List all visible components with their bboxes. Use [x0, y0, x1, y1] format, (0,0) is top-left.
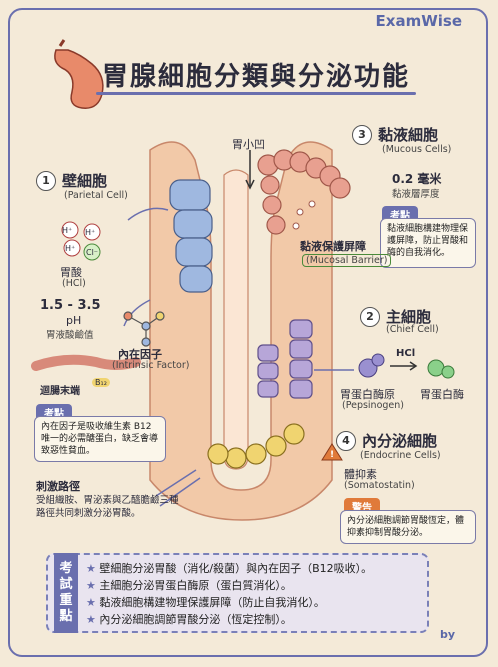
summary-item: 主細胞分泌胃蛋白酶原（蛋白質消化）。 — [86, 577, 372, 594]
ileum-shape — [31, 354, 141, 371]
parietal-note: 內在因子是吸收維生素 B12 唯一的必需醣蛋白，缺乏會導致惡性貧血。 — [34, 416, 166, 462]
parietal-number: 1 — [36, 170, 56, 191]
pit-label: 胃小凹 — [232, 138, 265, 151]
chief-header: 2 主細胞 — [360, 306, 431, 327]
parietal-name: 壁細胞 — [62, 172, 108, 190]
brand-logo: ExamWise — [375, 12, 462, 30]
endocrine-header: 4 內分泌細胞 — [336, 430, 437, 451]
summary-tag-char: 重 — [59, 593, 73, 608]
ph-unit: pH — [66, 314, 82, 327]
summary-tag-char: 點 — [59, 609, 73, 624]
page-title: 胃腺細胞分類與分泌功能 — [102, 62, 411, 92]
pepsinogen-en: (Pepsinogen) — [342, 400, 404, 411]
mucous-number: 3 — [352, 124, 372, 145]
chief-name: 主細胞 — [386, 308, 432, 326]
hcl-label: HCl — [396, 348, 416, 359]
pepsin-label: 胃蛋白酶 — [420, 388, 464, 401]
pepsin-shape — [427, 359, 455, 379]
mucous-en: (Mucous Cells) — [382, 144, 452, 155]
summary-item: 內分泌細胞調節胃酸分泌（恆定控制）。 — [86, 611, 372, 628]
mucus-thickness-desc: 黏液層厚度 — [392, 189, 440, 200]
svg-text:!: ! — [330, 450, 334, 460]
pepsinogen-label: 胃蛋白酶原 — [340, 388, 395, 401]
endocrine-cells — [207, 423, 305, 469]
summary-item: 壁細胞分泌胃酸（消化/殺菌）與內在因子（B12吸收）。 — [86, 560, 372, 577]
endocrine-name: 內分泌細胞 — [362, 432, 438, 450]
mucous-name: 黏液細胞 — [378, 126, 439, 144]
chief-cells — [257, 319, 313, 399]
acid-label: 胃酸 — [60, 266, 82, 279]
warning-icon — [321, 443, 343, 461]
stim-text: 受組織胺、胃泌素與乙醯膽鹼三種路徑共同刺激分泌胃酸。 — [36, 495, 179, 519]
endocrine-number: 4 — [336, 430, 356, 451]
ileum-label: 迴腸末端 — [40, 386, 80, 397]
byline: by — [440, 628, 456, 641]
ph-value: 1.5 - 3.5 — [40, 298, 101, 313]
ion-h1: H⁺ — [62, 226, 73, 235]
barrier-label: 黏液保護屏障 — [300, 240, 366, 253]
chief-number: 2 — [360, 306, 380, 327]
stomach-icon — [54, 39, 104, 109]
mucus-thickness: 0.2 毫米 — [392, 172, 442, 186]
acid-en: (HCl) — [62, 278, 86, 289]
hormone-label: 體抑素 — [344, 468, 377, 481]
summary-tag-char: 考 — [59, 561, 73, 576]
title-underline — [96, 92, 416, 95]
parietal-en: (Parietal Cell) — [64, 190, 128, 201]
if-label: 內在因子 — [118, 348, 162, 361]
ion-cluster — [61, 221, 101, 261]
if-en: (Intrinsic Factor) — [112, 360, 190, 371]
ion-cl: Cl⁻ — [86, 248, 99, 257]
intrinsic-factor-molecule — [123, 311, 165, 347]
mucous-header: 3 黏液細胞 — [352, 124, 438, 145]
warning-note: 內分泌細胞調節胃酸恆定，體抑素抑制胃酸分泌。 — [340, 510, 476, 544]
summary-tag-char: 試 — [59, 577, 73, 592]
mucous-cells — [257, 149, 351, 235]
b12-badge: B₁₂ — [92, 378, 110, 387]
ion-h2: H⁺ — [85, 228, 96, 237]
summary-list: 壁細胞分泌胃酸（消化/殺菌）與內在因子（B12吸收）。 主細胞分泌胃蛋白酶原（蛋… — [86, 560, 372, 628]
mucous-note: 黏液細胞構建物理保護屏障，防止胃酸和酶的自我消化。 — [380, 218, 476, 268]
parietal-cells — [169, 179, 213, 293]
stim-title: 刺激路徑 — [36, 480, 80, 493]
summary-item: 黏液細胞構建物理保護屏障（防止自我消化）。 — [86, 594, 372, 611]
chief-en: (Chief Cell) — [386, 324, 439, 335]
ion-h3: H⁺ — [65, 244, 76, 253]
pepsinogen-shape — [358, 353, 385, 378]
page-frame — [8, 8, 488, 657]
ph-desc: 胃液酸鹼值 — [46, 330, 94, 341]
parietal-header: 1 壁細胞 — [36, 170, 107, 191]
hormone-en: (Somatostatin) — [344, 480, 415, 491]
endocrine-en: (Endocrine Cells) — [360, 450, 441, 461]
barrier-en: (Mucosal Barrier) — [302, 254, 392, 267]
title-row: 胃腺細胞分類與分泌功能 — [102, 56, 410, 93]
summary-tag: 考 試 重 點 — [54, 553, 78, 633]
gland-lumen — [223, 169, 249, 470]
